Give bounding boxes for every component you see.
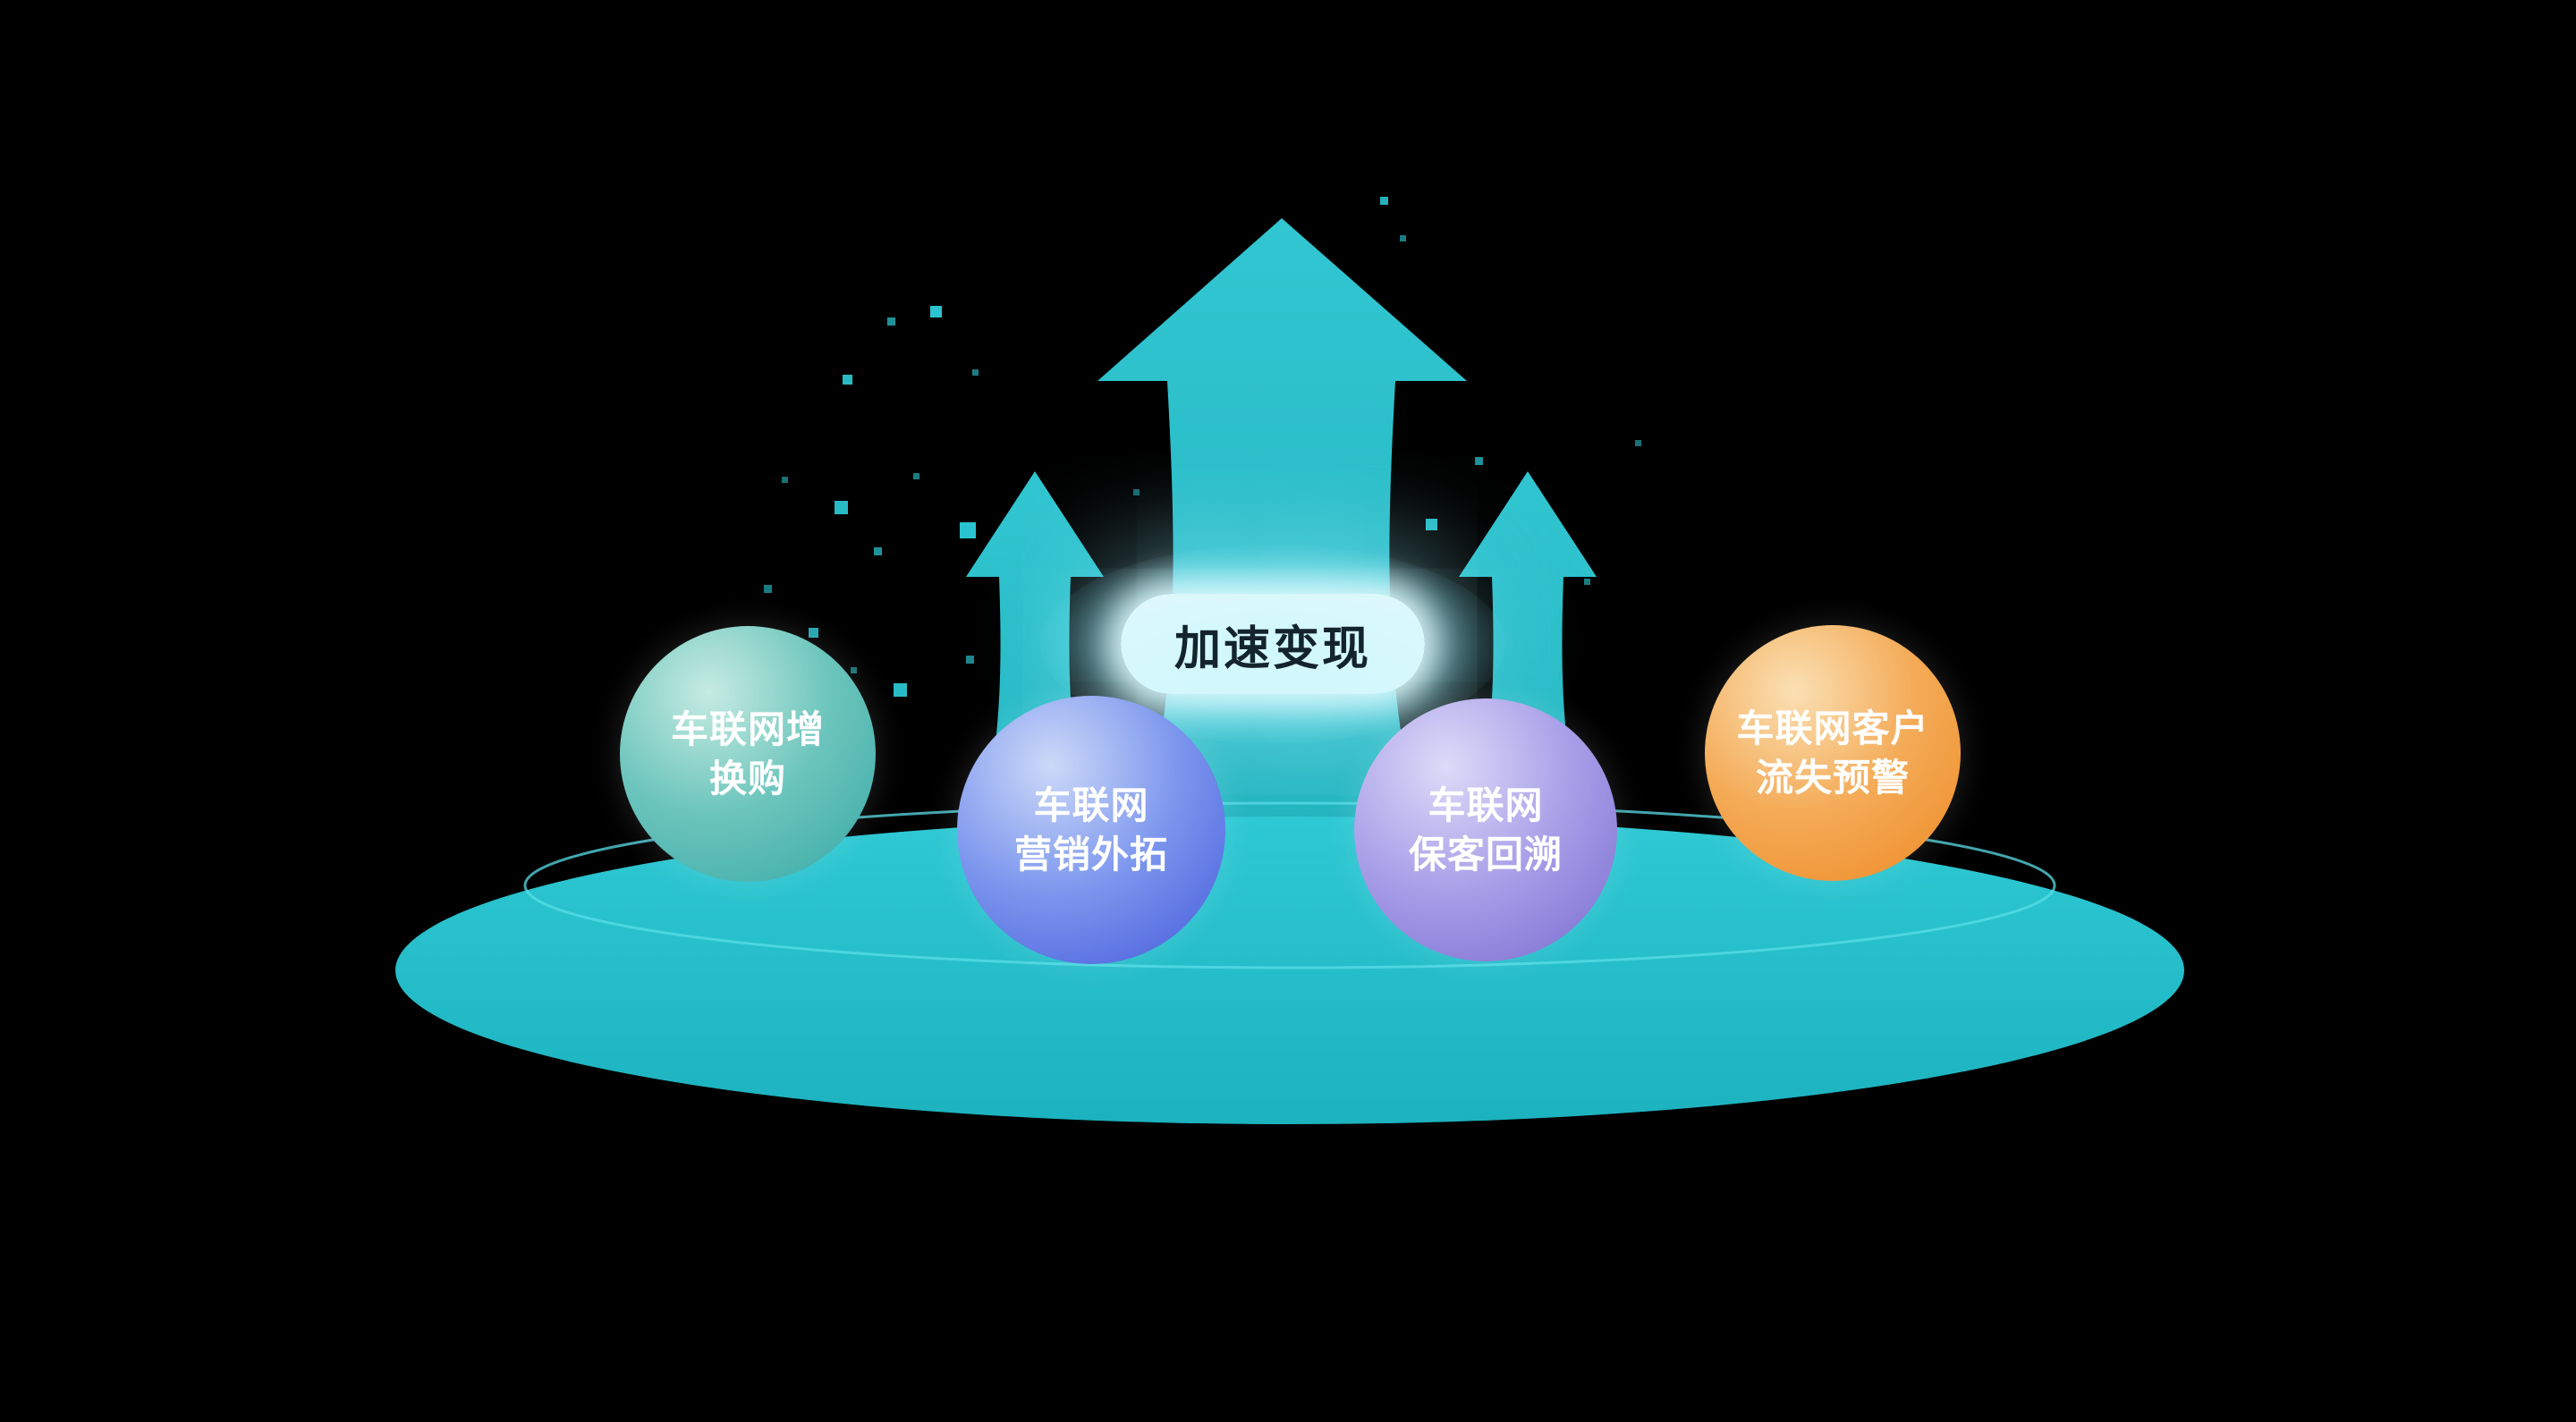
particle-dot (851, 667, 857, 673)
platform-rim-ring (523, 801, 2056, 969)
particle-dot (1635, 440, 1641, 446)
particle-dot (809, 628, 818, 638)
particle-dot (887, 317, 895, 326)
particle-dot (972, 369, 979, 376)
particle-dot (1584, 579, 1590, 585)
particle-dot (843, 375, 852, 385)
particle-dot (894, 683, 907, 697)
center-growth-arrow (1097, 218, 1467, 854)
sphere-telematics-trade-in: 车联网增 换购 (620, 626, 876, 882)
particle-dot (966, 656, 974, 664)
center-label-pill: 加速变现 (1040, 545, 1505, 743)
particle-dot (930, 306, 942, 317)
sphere-label-line: 换购 (708, 758, 786, 800)
particle-dot (835, 501, 848, 514)
center-label-text: 加速变现 (1174, 622, 1371, 675)
particle-dot (1380, 197, 1388, 205)
particle-dot (960, 522, 976, 538)
sphere-telematics-customer-retention: 车联网 保客回溯 (1354, 698, 1617, 961)
particle-dot (1475, 457, 1483, 465)
particle-dot (764, 585, 772, 593)
sphere-label-line: 车联网增 (670, 707, 825, 750)
sphere-telematics-churn-warning: 车联网客户 流失预警 (1705, 625, 1961, 881)
platform-disc (395, 817, 2184, 1124)
particle-dot (782, 477, 788, 483)
sphere-label-line: 车联网 (1033, 783, 1149, 826)
particle-dot (1426, 519, 1437, 530)
particle-dot (913, 473, 919, 479)
sphere-label-line: 流失预警 (1755, 757, 1910, 799)
sphere-telematics-marketing-expansion: 车联网 营销外拓 (957, 696, 1225, 964)
sphere-label-line: 车联网 (1428, 783, 1544, 826)
particle-dot (1400, 235, 1406, 241)
sphere-label-line: 保客回溯 (1408, 834, 1563, 876)
sphere-label-line: 车联网客户 (1736, 707, 1929, 749)
particle-dot (1133, 489, 1140, 495)
particle-dot (874, 547, 882, 555)
sphere-label-line: 营销外拓 (1013, 834, 1168, 876)
